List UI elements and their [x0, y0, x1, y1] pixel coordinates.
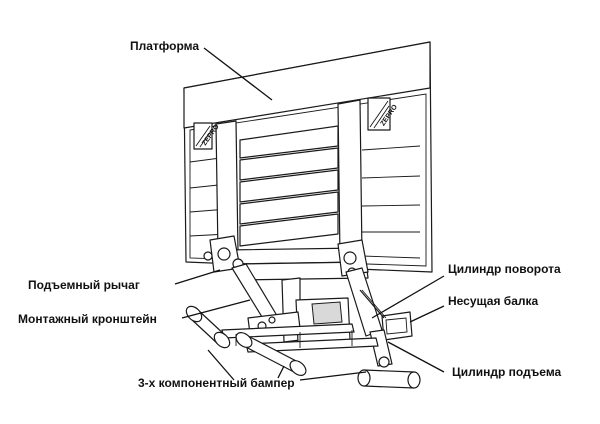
- label-bumper: 3-х компонентный бампер: [138, 376, 295, 390]
- leader-bumper-3: [299, 371, 367, 381]
- support-frame: [221, 277, 413, 368]
- bumper-left-cylinder: [185, 305, 231, 349]
- bumper: [185, 305, 421, 389]
- bumper-right-cylinder: [357, 369, 421, 389]
- motor-unit: [311, 301, 343, 325]
- label-lift-cylinder: Цилиндр подъема: [452, 365, 562, 379]
- lower-rail-2: [245, 337, 379, 353]
- platform-top-strip: [183, 41, 431, 129]
- platform-center-slats: [239, 125, 339, 247]
- label-platform: Платформа: [130, 39, 199, 53]
- label-lift-arm: Подъемный рычаг: [28, 278, 140, 292]
- leader-platform: [203, 47, 273, 101]
- bumper-middle-cylinder: [235, 332, 307, 376]
- platform-right-slats: [361, 145, 421, 259]
- leader-tilt-cylinder: [371, 275, 445, 319]
- platform: ZEPRO ZEPRO: [183, 41, 433, 273]
- leader-mount-bracket: [181, 299, 251, 319]
- leader-bumper-2: [277, 365, 285, 379]
- lift-arm-assembly: [203, 235, 383, 337]
- leader-support-beam: [409, 305, 445, 323]
- label-mount-bracket: Монтажный кронштейн: [18, 312, 157, 326]
- leader-lines: [174, 47, 445, 381]
- right-hinge: [337, 239, 369, 277]
- leader-lift-arm: [174, 269, 221, 285]
- label-support-beam: Несущая балка: [448, 294, 539, 308]
- leader-lift-cylinder: [387, 341, 445, 373]
- left-rail: [215, 120, 239, 255]
- label-tilt-cylinder: Цилиндр поворота: [448, 262, 561, 276]
- leader-bumper-1: [207, 349, 235, 381]
- right-rail: [337, 99, 363, 259]
